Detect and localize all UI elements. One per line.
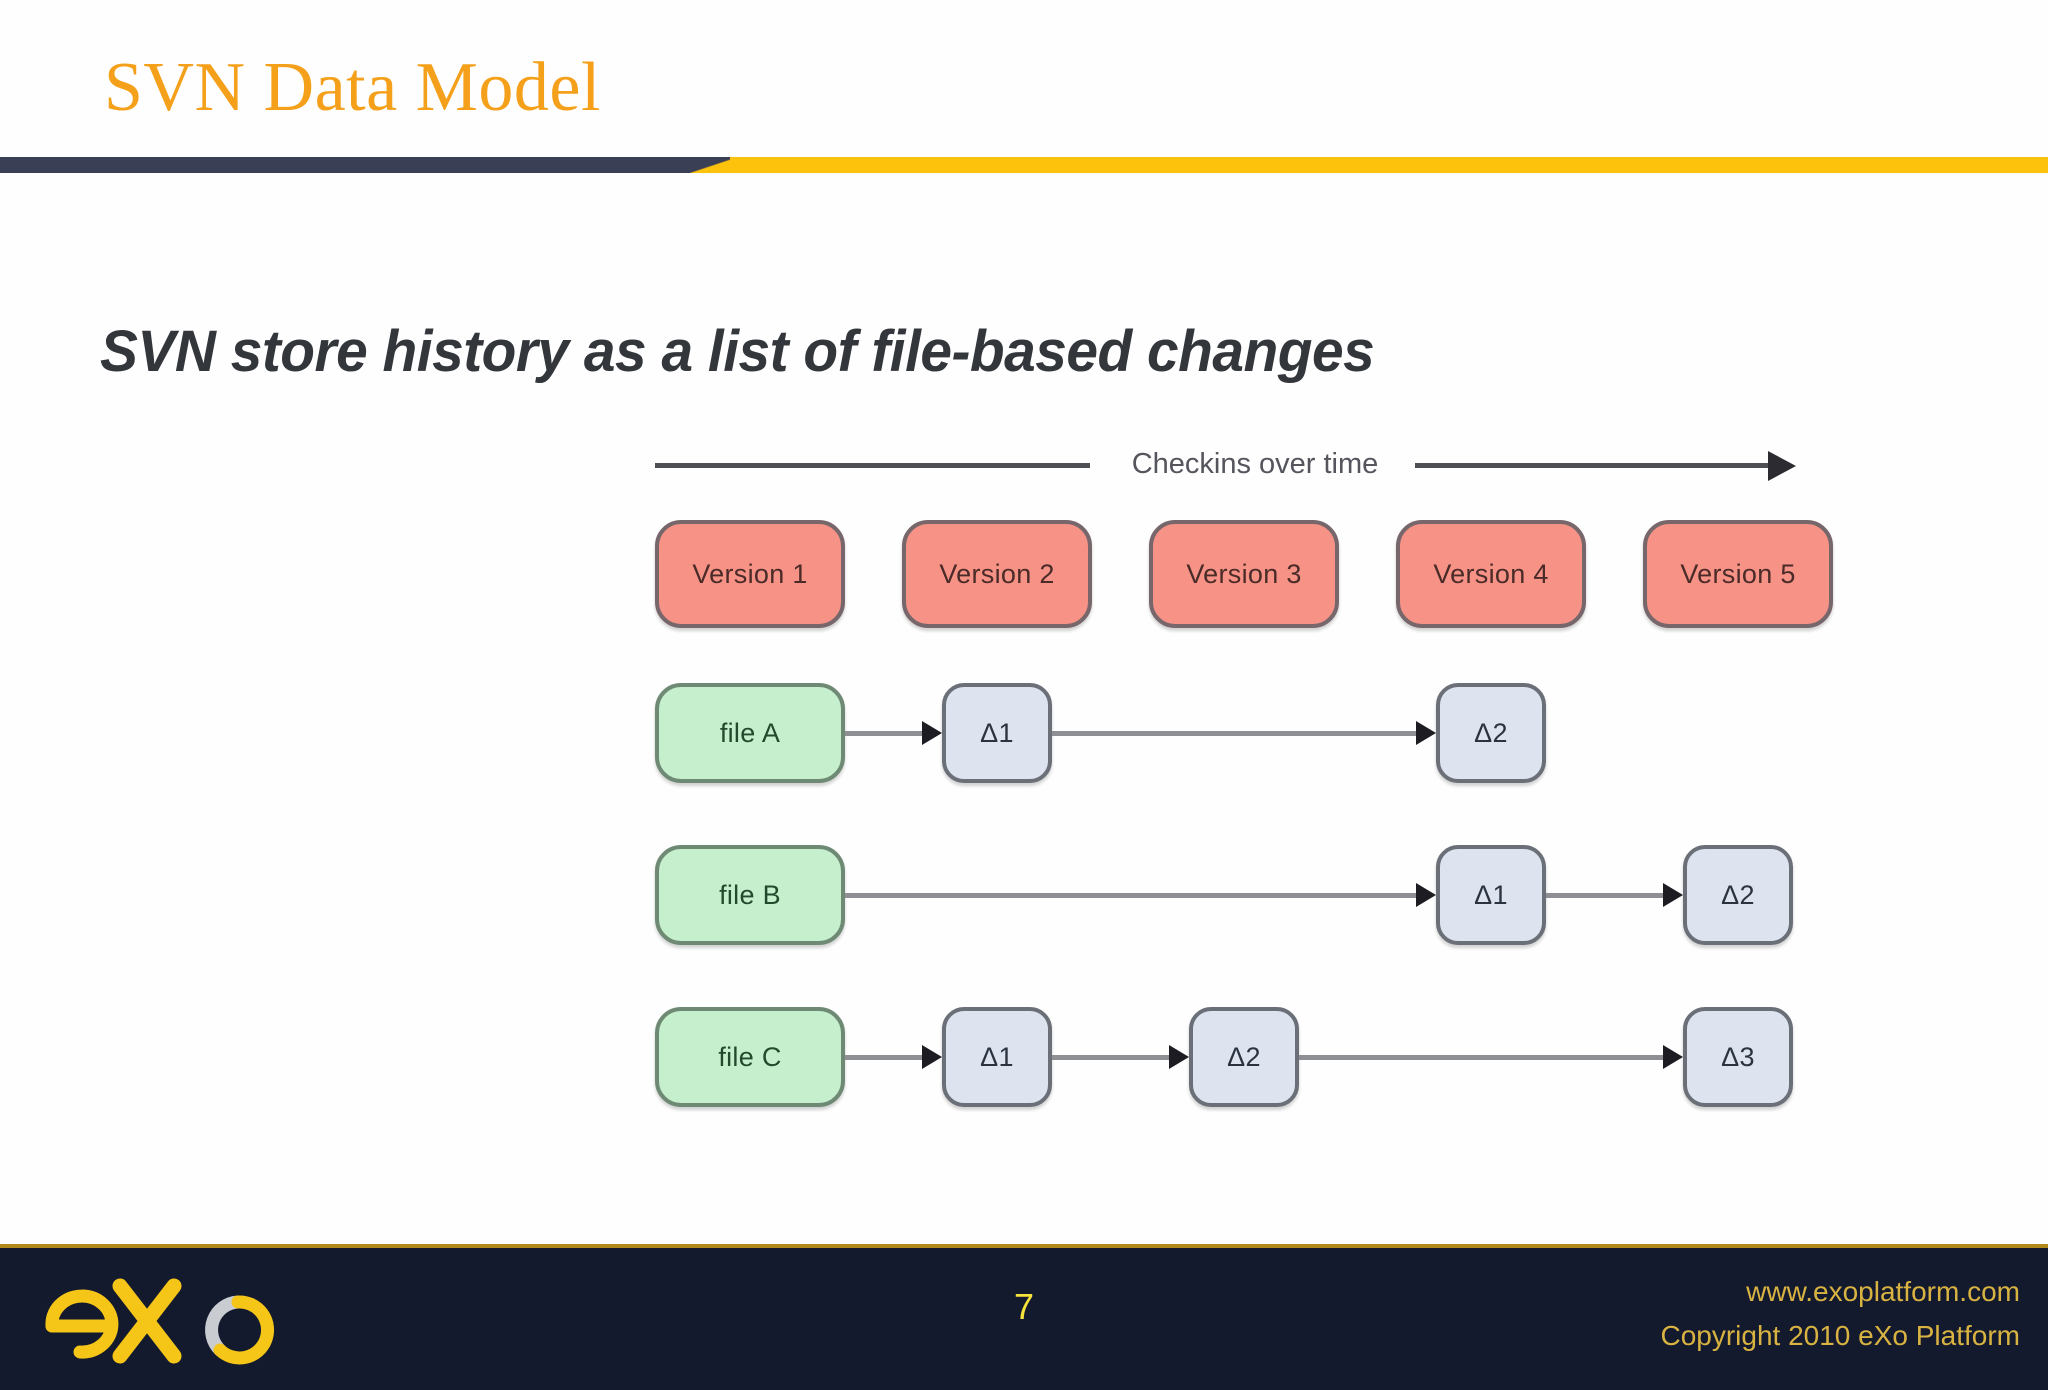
version-node-label: Version 5 — [1680, 558, 1796, 589]
file-node-1: file A — [655, 683, 845, 783]
version-node-label: Version 1 — [692, 558, 808, 589]
page-number: 7 — [1013, 1286, 1035, 1327]
version-node-5: Version 5 — [1643, 520, 1833, 628]
delta-node-3-3: Δ3 — [1683, 1007, 1793, 1107]
version-node-2: Version 2 — [902, 520, 1092, 628]
slide-heading: SVN store history as a list of file-base… — [100, 319, 1375, 384]
header-divider-wedge — [690, 157, 738, 173]
file-node-label: file A — [719, 717, 781, 748]
version-node-label: Version 3 — [1186, 558, 1302, 589]
timeline-line-left — [655, 463, 1090, 468]
page-title: SVN Data Model — [104, 49, 601, 126]
connector-line — [845, 1055, 924, 1060]
connector-arrow-icon — [922, 721, 942, 745]
version-node-3: Version 3 — [1149, 520, 1339, 628]
connector-line — [1052, 1055, 1171, 1060]
version-node-label: Version 2 — [939, 558, 1055, 589]
header-divider-navy — [0, 157, 700, 173]
timeline-label: Checkins over time — [1131, 448, 1379, 480]
delta-node-label: Δ1 — [980, 717, 1014, 748]
delta-node-3-1: Δ1 — [942, 1007, 1052, 1107]
connector-line — [1052, 731, 1418, 736]
connector-arrow-icon — [1416, 883, 1436, 907]
version-node-4: Version 4 — [1396, 520, 1586, 628]
file-node-label: file C — [718, 1041, 782, 1072]
connector-arrow-icon — [922, 1045, 942, 1069]
delta-node-label: Δ3 — [1721, 1041, 1755, 1072]
connector-line — [1546, 893, 1665, 898]
connector-arrow-icon — [1169, 1045, 1189, 1069]
footer-website[interactable]: www.exoplatform.com — [1746, 1276, 2020, 1307]
delta-node-label: Δ1 — [980, 1041, 1014, 1072]
connector-line — [845, 731, 924, 736]
delta-node-label: Δ1 — [1474, 879, 1508, 910]
connector-arrow-icon — [1663, 883, 1683, 907]
arrow-right-icon — [1768, 451, 1796, 481]
connector-line — [845, 893, 1418, 898]
connector-line — [1299, 1055, 1665, 1060]
svn-data-model-diagram: Checkins over time Version 1 Version 2 Ver… — [0, 420, 2048, 1160]
version-node-1: Version 1 — [655, 520, 845, 628]
delta-node-3-2: Δ2 — [1189, 1007, 1299, 1107]
header-divider-yellow — [730, 157, 2048, 173]
delta-node-1-2: Δ2 — [1436, 683, 1546, 783]
delta-node-2-2: Δ2 — [1683, 845, 1793, 945]
delta-node-label: Δ2 — [1721, 879, 1755, 910]
connector-arrow-icon — [1416, 721, 1436, 745]
version-node-label: Version 4 — [1433, 558, 1549, 589]
timeline-line-right — [1415, 463, 1770, 468]
connector-arrow-icon — [1663, 1045, 1683, 1069]
file-node-3: file C — [655, 1007, 845, 1107]
exo-logo — [42, 1264, 302, 1374]
footer-links: www.exoplatform.com Copyright 2010 eXo P… — [1660, 1270, 2020, 1358]
delta-node-label: Δ2 — [1474, 717, 1508, 748]
header-divider — [0, 155, 2048, 177]
delta-node-1-1: Δ1 — [942, 683, 1052, 783]
timeline: Checkins over time — [655, 448, 1810, 482]
delta-node-2-1: Δ1 — [1436, 845, 1546, 945]
footer-copyright: Copyright 2010 eXo Platform — [1660, 1320, 2020, 1351]
file-node-2: file B — [655, 845, 845, 945]
delta-node-label: Δ2 — [1227, 1041, 1261, 1072]
slide-header: SVN Data Model — [0, 0, 2048, 176]
slide-footer: 7 www.exoplatform.com Copyright 2010 eXo… — [0, 1244, 2048, 1390]
file-node-label: file B — [719, 879, 781, 910]
